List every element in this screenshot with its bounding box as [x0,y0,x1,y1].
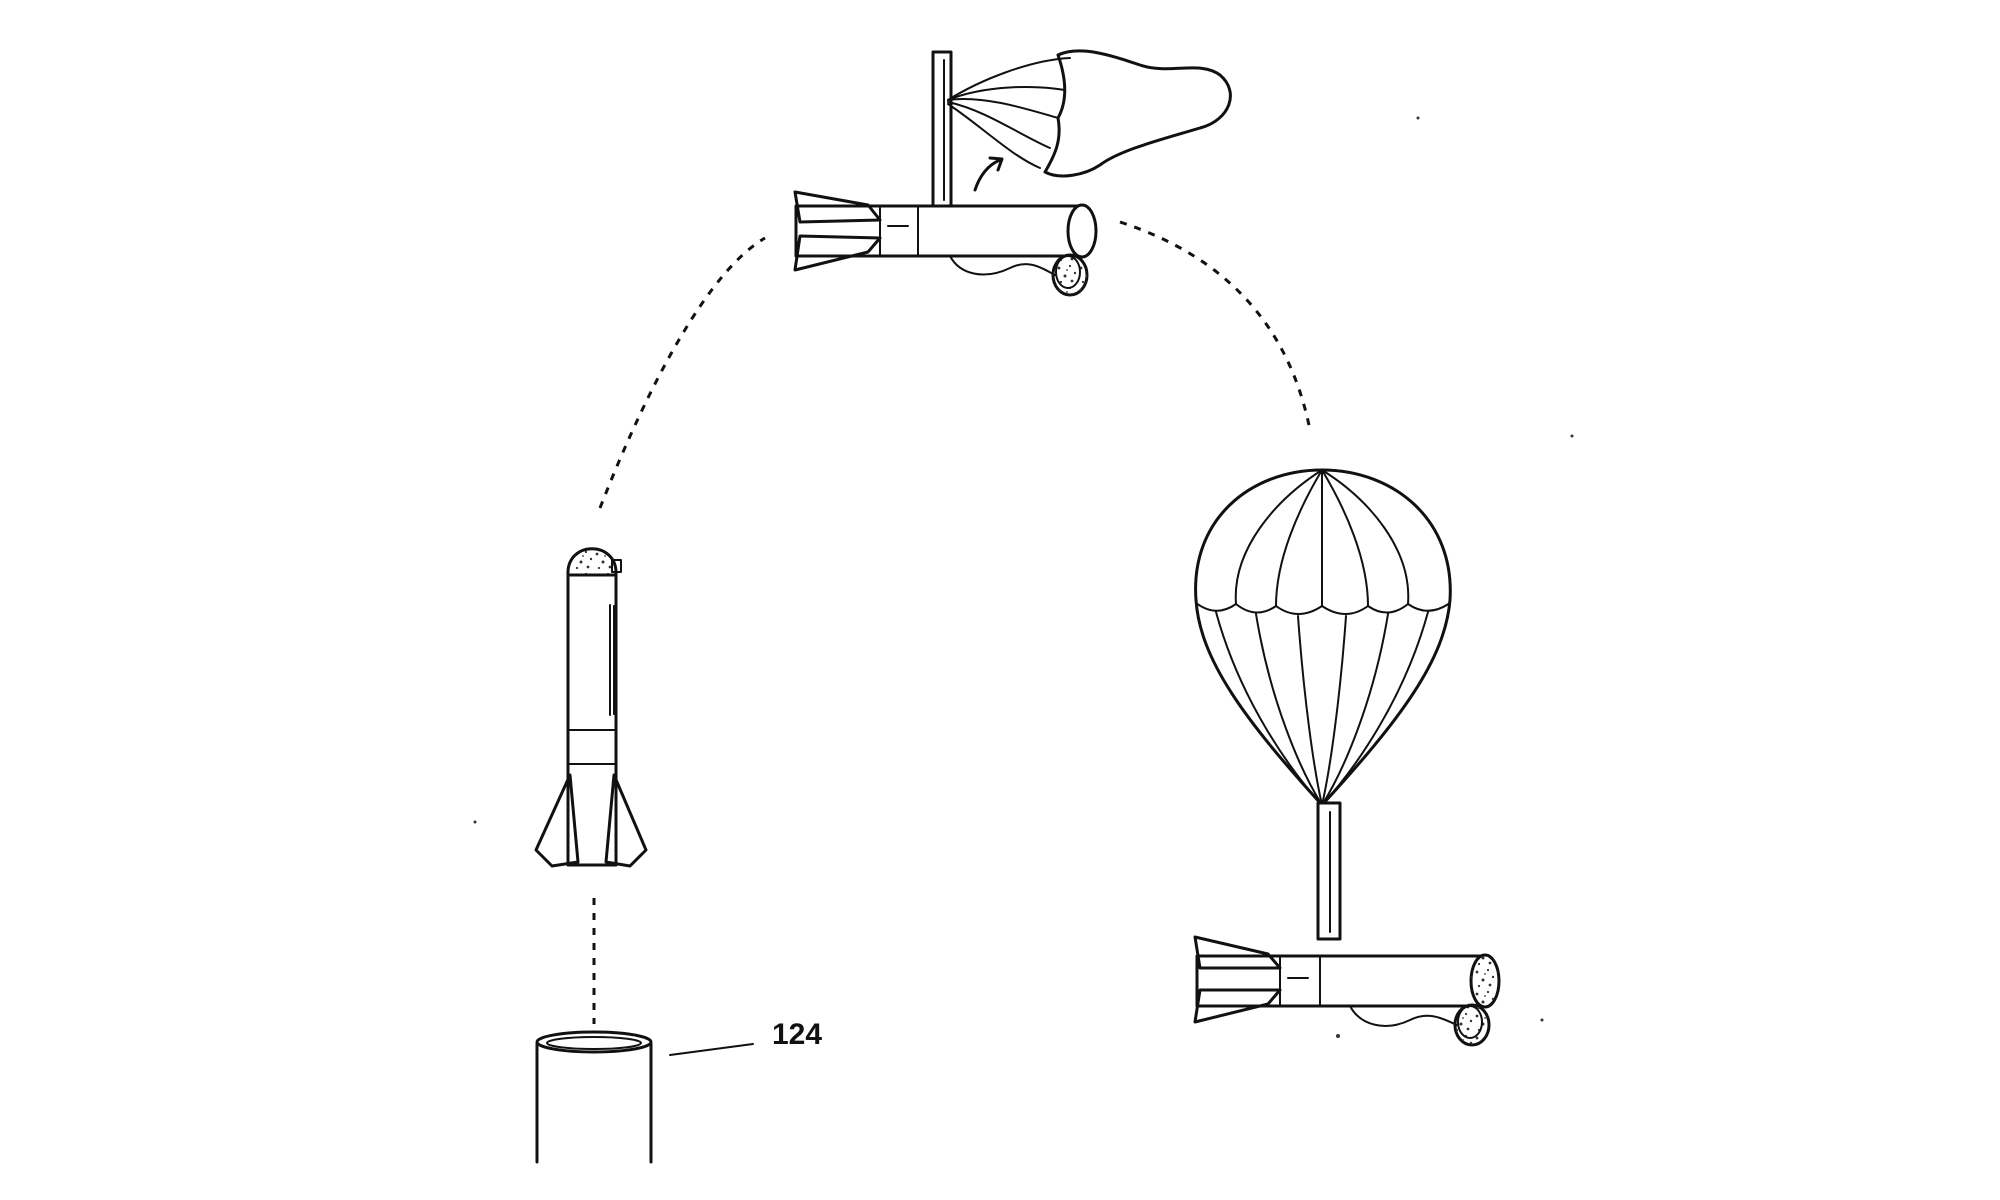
rocket-deploying [793,49,1232,297]
flight-path [592,220,1312,1024]
reference-label: 124 [669,1018,822,1056]
rocket-ascending [534,547,648,868]
leader-line [669,1043,754,1056]
parachute-canopy [1194,468,1452,807]
reference-numeral: 124 [772,1018,822,1051]
launch-tube [535,1030,653,1164]
rocket-descending [1193,468,1501,1047]
